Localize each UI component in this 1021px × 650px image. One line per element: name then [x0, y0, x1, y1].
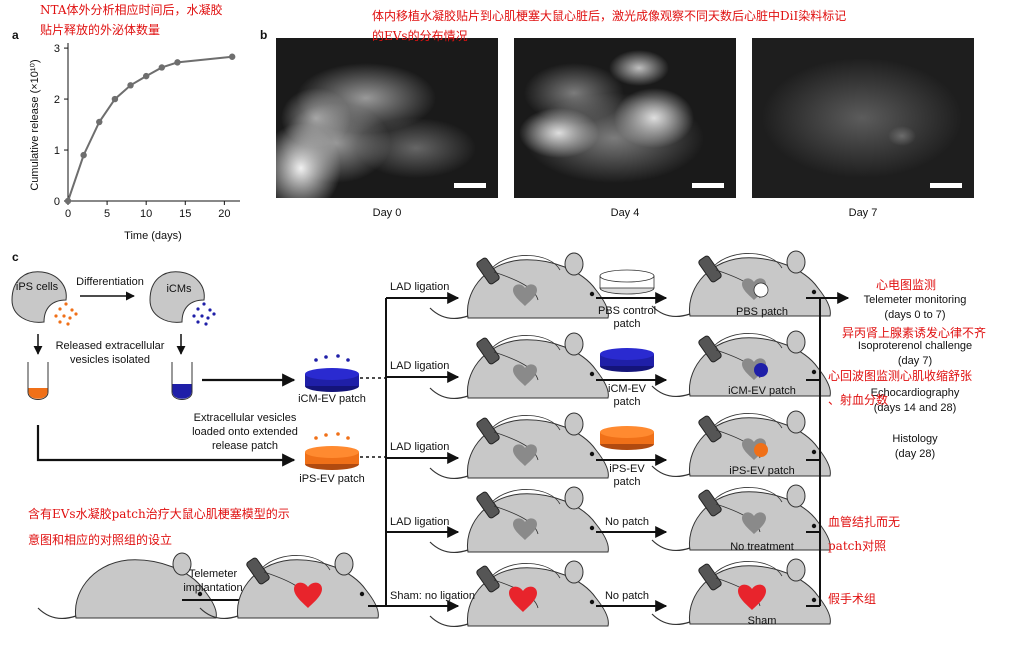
- y-tick-label: 0: [54, 196, 60, 208]
- data-point: [158, 64, 166, 71]
- ips-ev-patch-result: iPS-EV patch: [729, 465, 795, 477]
- annotation-ecg: 心电图监测: [876, 278, 937, 292]
- micrograph-day7: [752, 38, 974, 198]
- annotation-echo: 心回波图监测心肌收缩舒张、射血分数: [828, 369, 973, 407]
- scale-bar: [692, 183, 724, 188]
- scale-bar: [930, 183, 962, 188]
- mouse-ligated-4: [429, 486, 609, 554]
- sham-no-ligation: Sham: no ligation: [390, 590, 475, 602]
- orange-vesicles: [54, 302, 78, 326]
- scale-bar: [454, 183, 486, 188]
- annotation-sham: 假手术组: [828, 592, 877, 606]
- mouse-icm-ev: [651, 330, 831, 398]
- data-point: [228, 53, 236, 60]
- panel-letter-c: c: [12, 250, 19, 264]
- micrograph-day4: [514, 38, 736, 198]
- histology: Histology(day 28): [892, 433, 938, 460]
- no-patch-1: No patch: [604, 516, 650, 528]
- lad-ligation-1: LAD ligation: [390, 281, 450, 293]
- ips-ev-patch-icon-2: [600, 426, 654, 450]
- icm-ev-patch-result: iCM-EV patch: [728, 385, 796, 397]
- x-tick-label: 0: [65, 208, 71, 220]
- x-tick-label: 5: [104, 208, 110, 220]
- annotation-invivo: 体内移植水凝胶贴片到心肌梗塞大鼠心脏后，激光成像观察不同天数后心脏中DiI染料标…: [372, 9, 847, 43]
- micrograph-day0: [276, 38, 498, 198]
- ips-ev-patch-icon: [305, 432, 359, 470]
- echocardiography: Echocardiography(days 14 and 28): [870, 387, 960, 414]
- mouse-ligated-1: [429, 252, 609, 320]
- ips-cell-icon: [11, 271, 67, 323]
- y-tick-label: 1: [54, 145, 60, 157]
- ips-cells-label: iPS cells: [15, 281, 59, 293]
- icm-cell-icon: [149, 271, 205, 323]
- chart-xlabel: Time (days): [124, 230, 182, 242]
- panel-letter-b: b: [260, 28, 268, 42]
- y-tick-label: 2: [54, 94, 60, 106]
- icm-ev-patch-icon: [305, 354, 359, 392]
- mouse-ligated-3: [429, 412, 609, 480]
- data-point: [80, 151, 87, 159]
- y-tick-label: 3: [54, 43, 60, 55]
- data-point: [64, 197, 72, 205]
- isoproterenol-challenge: Isoproterenol challenge(day 7): [857, 340, 973, 367]
- x-tick-label: 15: [179, 208, 191, 220]
- label-day7: Day 7: [848, 207, 878, 219]
- icm-ev-patch-label: iCM-EV patch: [298, 393, 366, 405]
- no-patch-2: No patch: [604, 590, 650, 602]
- label-day0: Day 0: [372, 207, 402, 219]
- sham-result: Sham: [747, 615, 777, 627]
- icms-label: iCMs: [166, 283, 192, 295]
- pbs-patch-result: PBS patch: [736, 306, 788, 318]
- x-tick-label: 10: [140, 208, 152, 220]
- data-point: [174, 59, 181, 66]
- label-day4: Day 4: [610, 207, 640, 219]
- telemeter-monitoring: Telemeter monitoring(days 0 to 7): [863, 294, 967, 321]
- pbs-patch-icon: [599, 269, 655, 295]
- annotation-nta: NTA体外分析相应时间后，水凝胶贴片释放的外泌体数量: [40, 3, 223, 37]
- data-point: [96, 118, 103, 126]
- mouse-ips-ev: [651, 410, 831, 478]
- no-treatment-result: No treatment: [730, 541, 794, 553]
- icm-ev-patch-icon-2: [600, 348, 654, 372]
- lad-ligation-2: LAD ligation: [390, 360, 450, 372]
- data-point: [142, 72, 150, 80]
- chart-ylabel: Cumulative release (×10¹⁰): [29, 59, 41, 190]
- blue-vesicles: [192, 302, 216, 326]
- annotation-iso: 异丙肾上腺素诱发心律不齐: [842, 326, 987, 340]
- x-tick-label: 20: [218, 208, 230, 220]
- mouse-ligated-2: [429, 332, 609, 400]
- annotation-schematic: 含有EVs水凝胶patch治疗大鼠心肌梗塞模型的示意图和相应的对照组的设立: [28, 507, 290, 547]
- data-point: [127, 82, 134, 89]
- lad-ligation-4: LAD ligation: [390, 516, 450, 528]
- differentiation-label: Differentiation: [76, 276, 144, 288]
- panel-letter-a: a: [12, 28, 19, 42]
- mouse-pbs: [651, 250, 831, 318]
- lad-ligation-3: LAD ligation: [390, 441, 450, 453]
- data-point: [111, 95, 119, 103]
- ips-ev-patch-label: iPS-EV patch: [299, 473, 365, 485]
